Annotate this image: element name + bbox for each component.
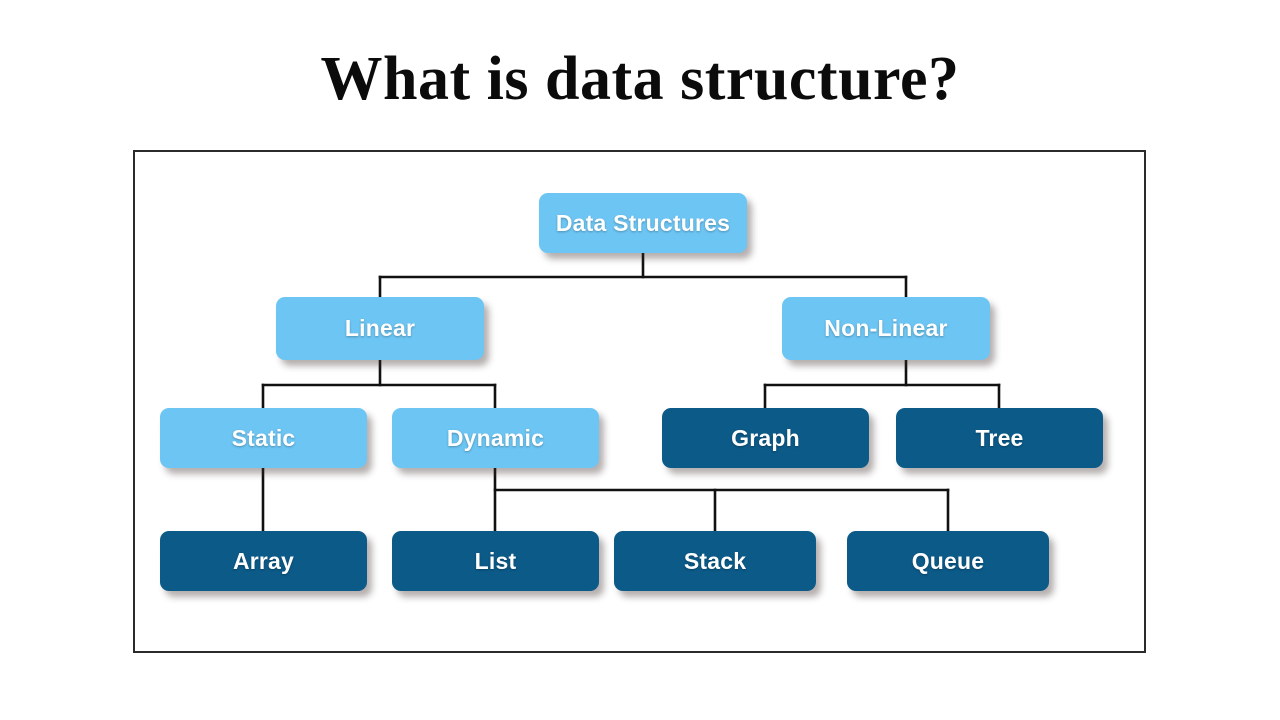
node-label: Data Structures [555, 209, 731, 236]
node-label: Static [231, 424, 296, 451]
node-label: Non-Linear [824, 315, 948, 341]
node-data-structures[interactable]: Data Structures [539, 193, 747, 253]
node-linear[interactable]: Linear [276, 297, 484, 360]
node-list[interactable]: List [392, 531, 599, 591]
node-label: Linear [344, 315, 416, 341]
node-array[interactable]: Array [160, 531, 367, 591]
connector-layer [261, 251, 1001, 533]
node-stack[interactable]: Stack [614, 531, 816, 591]
node-label: Dynamic [446, 424, 545, 451]
node-label: Stack [683, 547, 747, 574]
node-label: Tree [975, 424, 1024, 451]
diagram-frame: Data Structures Linear Non-Linear Static… [133, 150, 1146, 653]
page-title: What is data structure? [320, 45, 960, 113]
node-queue[interactable]: Queue [847, 531, 1049, 591]
node-tree[interactable]: Tree [896, 408, 1103, 468]
node-non-linear[interactable]: Non-Linear [782, 297, 990, 360]
node-static[interactable]: Static [160, 408, 367, 468]
node-label: Graph [731, 424, 800, 451]
node-label: List [474, 547, 517, 574]
node-label: Queue [911, 547, 985, 574]
node-dynamic[interactable]: Dynamic [392, 408, 599, 468]
node-graph[interactable]: Graph [662, 408, 869, 468]
node-label: Array [232, 547, 295, 574]
